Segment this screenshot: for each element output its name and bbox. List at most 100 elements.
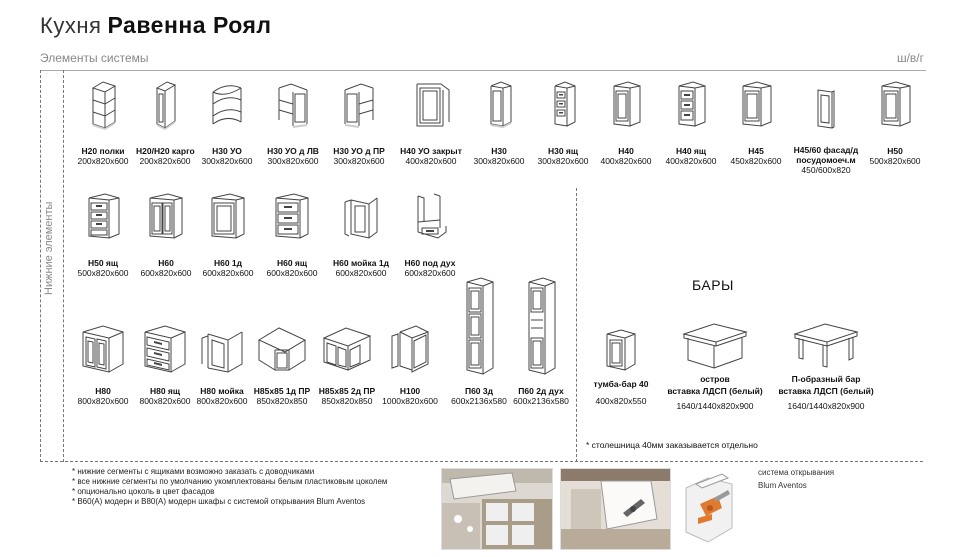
cabinet-h45: H45 450x820x600 bbox=[726, 78, 786, 167]
one-door-cabinet-icon bbox=[211, 193, 245, 239]
item-size: 600x820x600 bbox=[335, 268, 387, 278]
cabinet-h30: H30 300x820x600 bbox=[470, 78, 528, 167]
mechanism-diagram bbox=[678, 468, 750, 550]
item-size: 300x820x600 bbox=[201, 156, 253, 166]
blum-caption-line1: система открывания bbox=[758, 468, 835, 477]
item-name: H80 bbox=[95, 386, 111, 396]
item-name: остров bbox=[700, 374, 730, 384]
side-frame bbox=[40, 70, 64, 462]
bars-section-title: БАРЫ bbox=[692, 277, 734, 293]
closed-corner-cabinet-icon bbox=[416, 83, 450, 127]
kitchen-photo-1 bbox=[441, 468, 553, 550]
item-size: 300x820x600 bbox=[333, 156, 385, 166]
countertop-note: * столешница 40мм заказывается отдельно bbox=[586, 440, 758, 450]
item-size: 850x820x850 bbox=[321, 396, 373, 406]
base-cabinet-icon bbox=[490, 81, 512, 128]
item-name: H30 УО д ЛВ bbox=[267, 146, 319, 156]
corner-one-door-cabinet-icon bbox=[257, 327, 307, 371]
section-subtitle: Элементы системы bbox=[40, 51, 149, 65]
cabinet-h20-cargo: H20/H20 карго 200x820x600 bbox=[136, 78, 195, 167]
bar-island: остров вставка ЛДСП (белый) 1640/1440x82… bbox=[662, 316, 768, 412]
item-size: 300x820x600 bbox=[537, 156, 589, 166]
item-size: 1640/1440x820x900 bbox=[787, 401, 865, 411]
item-size: 600x2136x580 bbox=[513, 396, 569, 406]
item-size: 300x820x600 bbox=[267, 156, 319, 166]
page-title: Кухня Равенна Роял bbox=[40, 12, 271, 39]
bars-divider bbox=[576, 188, 577, 462]
item-name: H50 bbox=[887, 146, 903, 156]
tall-cabinet-icon bbox=[466, 277, 494, 375]
item-name: H30 bbox=[491, 146, 507, 156]
cabinet-h30-uo-right: H30 УО д ПР 300x820x600 bbox=[328, 78, 390, 167]
item-name: П-образный бар bbox=[791, 374, 861, 384]
item-name-line2: вставка ЛДСП (белый) bbox=[778, 386, 874, 396]
cabinet-h60-drawers: H60 ящ 600x820x600 bbox=[262, 190, 322, 279]
tall-cabinet-p60-3d: П60 3д 600x2136x580 bbox=[448, 276, 510, 407]
item-size: 300x820x600 bbox=[473, 156, 525, 166]
base-cabinet-icon bbox=[742, 81, 772, 127]
footnote: * опционально цоколь в цвет фасадов bbox=[72, 487, 215, 496]
item-size: 400x820x600 bbox=[405, 156, 457, 166]
bar-pedestal-icon bbox=[606, 329, 636, 371]
item-name: H60 bbox=[158, 258, 174, 268]
item-name: H50 ящ bbox=[87, 258, 119, 268]
header-rule bbox=[40, 70, 926, 71]
tall-oven-cabinet-icon bbox=[528, 277, 556, 375]
cabinet-h30-drawers: H30 ящ 300x820x600 bbox=[534, 78, 592, 167]
cabinet-h30-uo-left: H30 УО д ЛВ 300x820x600 bbox=[262, 78, 324, 167]
kitchen-photo-2 bbox=[560, 468, 671, 550]
corner-two-door-cabinet-icon bbox=[322, 327, 372, 371]
item-size: 600x820x600 bbox=[404, 268, 456, 278]
item-name: H30 УО д ПР bbox=[333, 146, 385, 156]
item-size: 600x2136x580 bbox=[451, 396, 507, 406]
item-size: 500x820x600 bbox=[77, 268, 129, 278]
cabinet-h40: H40 400x820x600 bbox=[597, 78, 655, 167]
cabinet-h80: H80 800x820x600 bbox=[72, 322, 134, 407]
sink-cabinet-icon bbox=[344, 197, 378, 239]
item-name: H60 ящ bbox=[276, 258, 308, 268]
cabinet-h80-drawers: H80 ящ 800x820x600 bbox=[134, 322, 196, 407]
p-shaped-bar-icon bbox=[793, 323, 859, 368]
cabinet-h85-2d-right: H85x85 2д ПР 850x820x850 bbox=[314, 322, 380, 407]
item-size: 400x820x600 bbox=[665, 156, 717, 166]
open-shelf-cabinet-icon bbox=[91, 81, 117, 130]
item-name: H20/H20 карго bbox=[136, 146, 195, 156]
item-name-line2: вставка ЛДСП (белый) bbox=[667, 386, 763, 396]
item-size: 800x820x600 bbox=[196, 396, 248, 406]
item-name: тумба-бар 40 bbox=[593, 379, 649, 389]
island-icon bbox=[682, 323, 748, 369]
item-size: 600x820x600 bbox=[202, 268, 254, 278]
cabinet-h60-sink: H60 мойка 1д 600x820x600 bbox=[326, 190, 396, 279]
item-name: П60 2д дух bbox=[518, 386, 564, 396]
base-cabinet-icon bbox=[881, 81, 911, 127]
base-cabinet-icon bbox=[613, 81, 641, 127]
cabinet-h60: H60 600x820x600 bbox=[136, 190, 196, 279]
item-name: H40 bbox=[618, 146, 634, 156]
footnote: * В60(А) модерн и В80(А) модерн шкафы с … bbox=[72, 497, 366, 506]
drawer-cabinet-icon bbox=[144, 325, 186, 373]
two-door-cabinet-icon bbox=[82, 325, 124, 373]
cabinet-h20-shelves: H20 полки 200x820x600 bbox=[74, 78, 132, 167]
footnote: * все нижние сегменты по умолчанию укомп… bbox=[72, 477, 388, 486]
item-size: 400x820x600 bbox=[600, 156, 652, 166]
sink-cabinet-icon bbox=[201, 331, 243, 373]
item-name: H45/60 фасад/д bbox=[793, 145, 859, 155]
item-size: 850x820x850 bbox=[256, 396, 308, 406]
facade-dishwasher: H45/60 фасад/д посудомоеч.м 450/600x820 bbox=[790, 86, 862, 176]
item-name: H60 мойка 1д bbox=[332, 258, 389, 268]
item-name-line2: посудомоеч.м bbox=[796, 155, 856, 165]
item-size: 450/600x820 bbox=[801, 165, 851, 175]
item-size: 1640/1440x820x900 bbox=[676, 401, 754, 411]
title-prefix: Кухня bbox=[40, 13, 102, 38]
cabinet-h100: H100 1000x820x600 bbox=[378, 322, 442, 407]
item-name: H85x85 2д ПР bbox=[318, 386, 376, 396]
corner-shelf-cabinet-icon bbox=[212, 85, 242, 125]
item-size: 500x820x600 bbox=[869, 156, 921, 166]
cabinet-h50-drawers: H50 ящ 500x820x600 bbox=[72, 190, 134, 279]
tall-cabinet-p60-oven: П60 2д дух 600x2136x580 bbox=[510, 276, 572, 407]
cabinet-h40-uo-closed: H40 УО закрыт 400x820x600 bbox=[396, 78, 466, 167]
item-name: H20 полки bbox=[81, 146, 125, 156]
footnotes: * нижние сегменты с ящиками возможно зак… bbox=[72, 467, 387, 507]
item-name: H60 под дух bbox=[404, 258, 456, 268]
cabinet-h40-drawers: H40 ящ 400x820x600 bbox=[662, 78, 720, 167]
